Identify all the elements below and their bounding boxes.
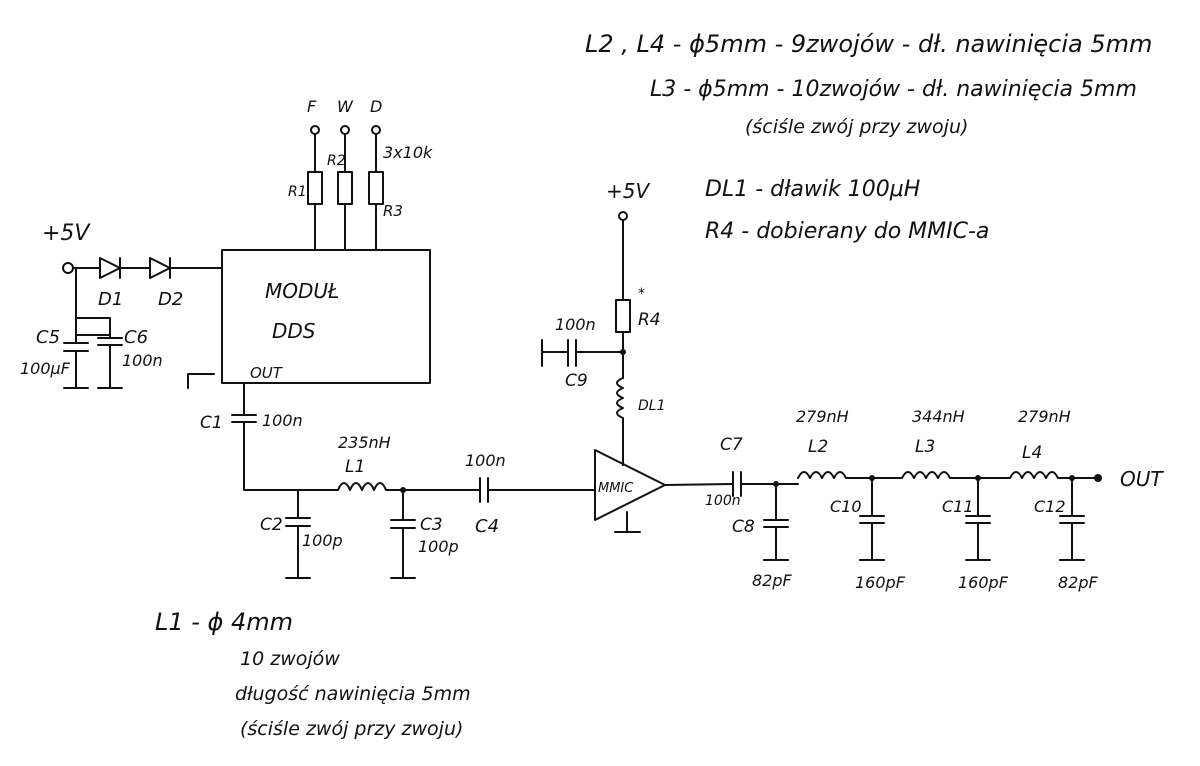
- note-l3: L3 - ϕ5mm - 10zwojów - dł. nawinięcia 5m…: [650, 77, 1137, 102]
- c11-capacitor: [965, 477, 991, 561]
- c11-value: 160pF: [958, 573, 1009, 592]
- l2-label: L2: [808, 437, 828, 457]
- out-pin-label: OUT: [250, 364, 284, 382]
- note-l1-line3: długość nawinięcia 5mm: [235, 683, 471, 705]
- pin-d-terminal: [371, 125, 381, 135]
- mmic-ground: [614, 464, 641, 533]
- l1-value: 235nH: [338, 433, 391, 452]
- d1-label: D1: [98, 289, 123, 310]
- inductor-l4: [977, 471, 1096, 479]
- l1-label: L1: [345, 457, 365, 477]
- diode-d1-d2: [72, 257, 223, 279]
- c12-value: 82pF: [1058, 573, 1099, 592]
- vcc-right-terminal: [618, 211, 628, 221]
- c10-value: 160pF: [855, 573, 906, 592]
- c9-label: C9: [565, 371, 588, 391]
- pin-w-label: W: [337, 97, 354, 116]
- c7-label: C7: [720, 435, 743, 455]
- output-terminal: [1094, 474, 1102, 482]
- module-ground-stub: [187, 373, 215, 389]
- c3-label: C3: [420, 515, 443, 535]
- c9-value: 100n: [555, 315, 596, 334]
- pin-f-terminal: [310, 125, 320, 135]
- mmic-output-wire: [664, 483, 734, 486]
- l3-label: L3: [915, 437, 935, 457]
- l4-label: L4: [1022, 443, 1042, 463]
- c5-value: 100μF: [20, 359, 71, 378]
- c10-capacitor: [859, 477, 885, 561]
- pin-w-terminal: [340, 125, 350, 135]
- c7-value: 100n: [705, 493, 741, 509]
- vcc-right-label: +5V: [606, 179, 650, 203]
- dds-module-box: [221, 249, 431, 384]
- r4-star: *: [638, 286, 645, 302]
- module-label-line2: DDS: [272, 319, 316, 343]
- resistor-leads: [314, 133, 377, 251]
- inductor-l3: [871, 471, 979, 479]
- c4-capacitor: [479, 477, 596, 503]
- c1-capacitor: [231, 382, 339, 491]
- c1-value: 100n: [262, 411, 303, 430]
- c3-capacitor: [390, 489, 416, 579]
- mmic-amplifier: [594, 449, 666, 521]
- r2-label: R2: [327, 153, 346, 169]
- out-label: OUT: [1120, 467, 1164, 491]
- pin-f-label: F: [307, 97, 317, 116]
- note-r4: R4 - dobierany do MMIC-a: [705, 219, 989, 244]
- l2-value: 279nH: [796, 407, 849, 426]
- r4-label: R4: [638, 310, 661, 330]
- vcc-left-label: +5V: [42, 221, 91, 246]
- c1-label: C1: [200, 413, 223, 433]
- c11-label: C11: [942, 497, 974, 516]
- inductor-l1: [337, 482, 481, 491]
- resistor-r2: [337, 171, 353, 205]
- r3-label: R3: [383, 202, 403, 220]
- c9-capacitor: [541, 339, 624, 367]
- c2-label: C2: [260, 515, 283, 535]
- c8-label: C8: [732, 517, 755, 537]
- note-tight-top: (ściśle zwój przy zwoju): [745, 116, 968, 138]
- c2-capacitor: [285, 489, 311, 579]
- c5-label: C5: [36, 327, 60, 348]
- resistor-r3: [368, 171, 384, 205]
- note-l1-line2: 10 zwojów: [240, 648, 340, 670]
- r1-label: R1: [288, 184, 307, 200]
- note-l2-l4: L2 , L4 - ϕ5mm - 9zwojów - dł. nawinięci…: [585, 30, 1152, 58]
- c4-label: C4: [475, 516, 499, 537]
- note-l1-line1: L1 - ϕ 4mm: [155, 608, 293, 636]
- c2-value: 100p: [302, 531, 343, 550]
- mmic-label: MMIC: [598, 481, 634, 496]
- c12-label: C12: [1034, 497, 1066, 516]
- r-value: 3x10k: [383, 143, 433, 162]
- resistor-r4: [615, 299, 631, 333]
- c6-label: C6: [124, 327, 148, 348]
- c10-label: C10: [830, 497, 862, 516]
- choke-dl1: [616, 377, 624, 466]
- c6-value: 100n: [122, 351, 163, 370]
- c8-capacitor: [763, 483, 789, 561]
- vcc-left-terminal: [62, 262, 74, 274]
- c12-capacitor: [1059, 477, 1085, 561]
- c3-value: 100p: [418, 537, 459, 556]
- inductor-l2: [797, 471, 873, 479]
- resistor-r1: [307, 171, 323, 205]
- d2-label: D2: [158, 289, 183, 310]
- module-label-line1: MODUŁ: [265, 279, 339, 303]
- note-dl1: DL1 - dławik 100μH: [705, 177, 920, 202]
- c7-capacitor: [732, 471, 799, 497]
- l4-value: 279nH: [1018, 407, 1071, 426]
- c5-c6-capacitors: [63, 267, 123, 389]
- dl1-label: DL1: [638, 398, 666, 414]
- note-l1-line4: (ściśle zwój przy zwoju): [240, 718, 463, 740]
- l3-value: 344nH: [912, 407, 965, 426]
- pin-d-label: D: [370, 97, 382, 116]
- c4-value: 100n: [465, 451, 506, 470]
- c8-value: 82pF: [752, 571, 793, 590]
